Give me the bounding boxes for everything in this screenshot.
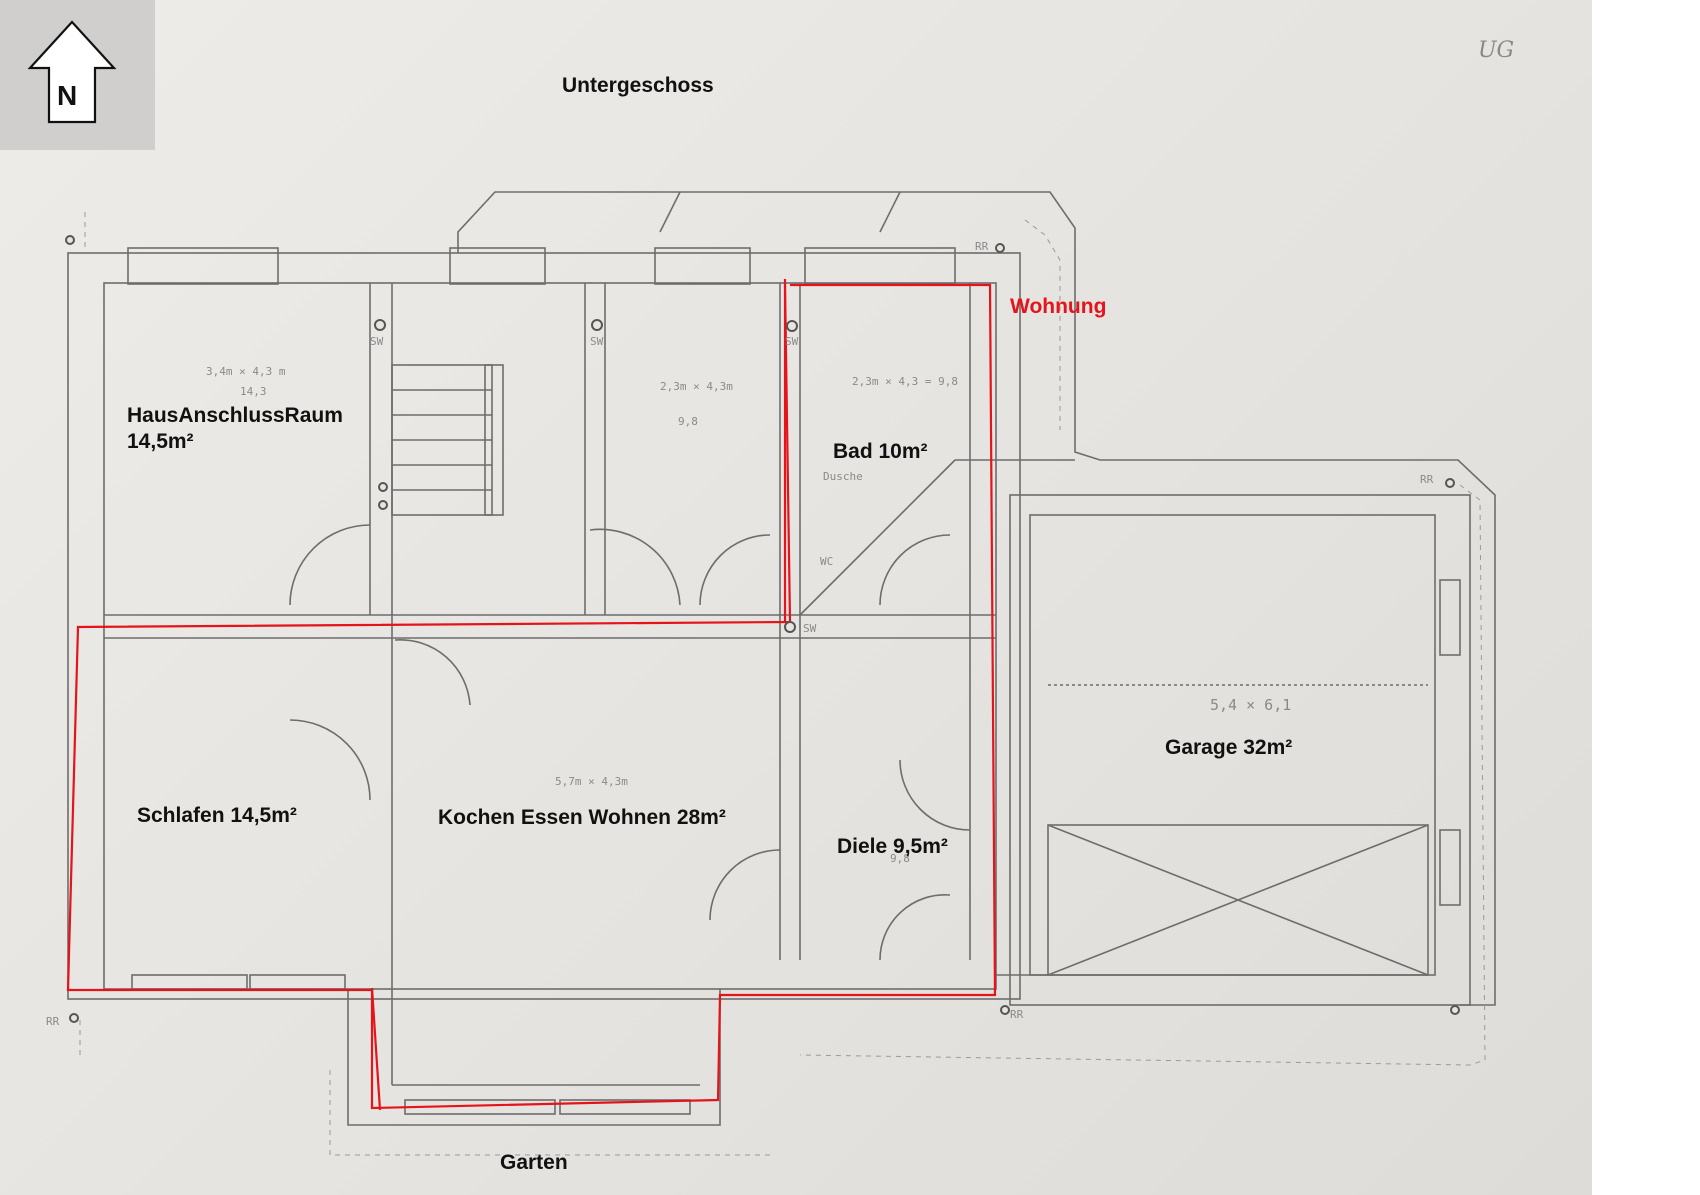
- sketch-note-hausanschluss-value: 14,3: [240, 385, 267, 398]
- sketch-note-diele-value: 9,8: [890, 852, 910, 865]
- sketch-note-sw-3: SW: [785, 335, 799, 348]
- sketch-note-garage-dims: 5,4 × 6,1: [1210, 696, 1291, 714]
- page-title: Untergeschoss: [562, 74, 714, 97]
- label-bad: Bad 10m²: [833, 440, 928, 463]
- sketch-note-bad-dims: 2,3m × 4,3 = 9,8: [852, 375, 958, 388]
- sketch-note-bad-shower: Dusche: [823, 470, 863, 483]
- label-hausanschluss-name: HausAnschlussRaum: [127, 404, 343, 427]
- label-wohnung: Wohnung: [1010, 295, 1107, 318]
- north-arrow-label: N: [57, 80, 78, 111]
- label-garage: Garage 32m²: [1165, 736, 1293, 759]
- sketch-note-sw-4: SW: [803, 622, 817, 635]
- sketch-note-sw-2: SW: [590, 335, 604, 348]
- north-arrow-icon: [27, 20, 117, 124]
- north-arrow: N: [0, 0, 155, 150]
- sketch-note-rr-1: RR: [46, 1015, 60, 1028]
- label-diele: Diele 9,5m²: [837, 835, 948, 858]
- sketch-note-rr-4: RR: [975, 240, 989, 253]
- corner-note: UG: [1478, 38, 1515, 63]
- label-hausanschluss: HausAnschlussRaum 14,5m²: [127, 403, 343, 456]
- label-kochen-essen-wohnen: Kochen Essen Wohnen 28m²: [438, 806, 726, 829]
- sketch-note-sw-1: SW: [370, 335, 384, 348]
- sketch-note-rr-2: RR: [1010, 1008, 1024, 1021]
- label-schlafen: Schlafen 14,5m²: [137, 804, 297, 827]
- sketch-note-bad-wc: WC: [820, 555, 833, 568]
- wohnung-outline: [66, 283, 997, 1110]
- label-hausanschluss-area: 14,5m²: [127, 430, 194, 454]
- sketch-note-kochen-dims: 5,7m × 4,3m: [555, 775, 628, 788]
- north-bay-outline: [457, 191, 1496, 1006]
- sketch-note-rr-3: RR: [1420, 473, 1434, 486]
- garage-outline: [1009, 494, 1471, 1006]
- sketch-note-middle-value: 9,8: [678, 415, 698, 428]
- sketch-note-hausanschluss-dims: 3,4m × 4,3 m: [206, 365, 286, 378]
- label-garten: Garten: [500, 1151, 568, 1174]
- sketch-note-middle-dims: 2,3m × 4,3m: [660, 380, 733, 393]
- inner-wall: [103, 282, 997, 990]
- outer-wall: [67, 252, 1021, 1000]
